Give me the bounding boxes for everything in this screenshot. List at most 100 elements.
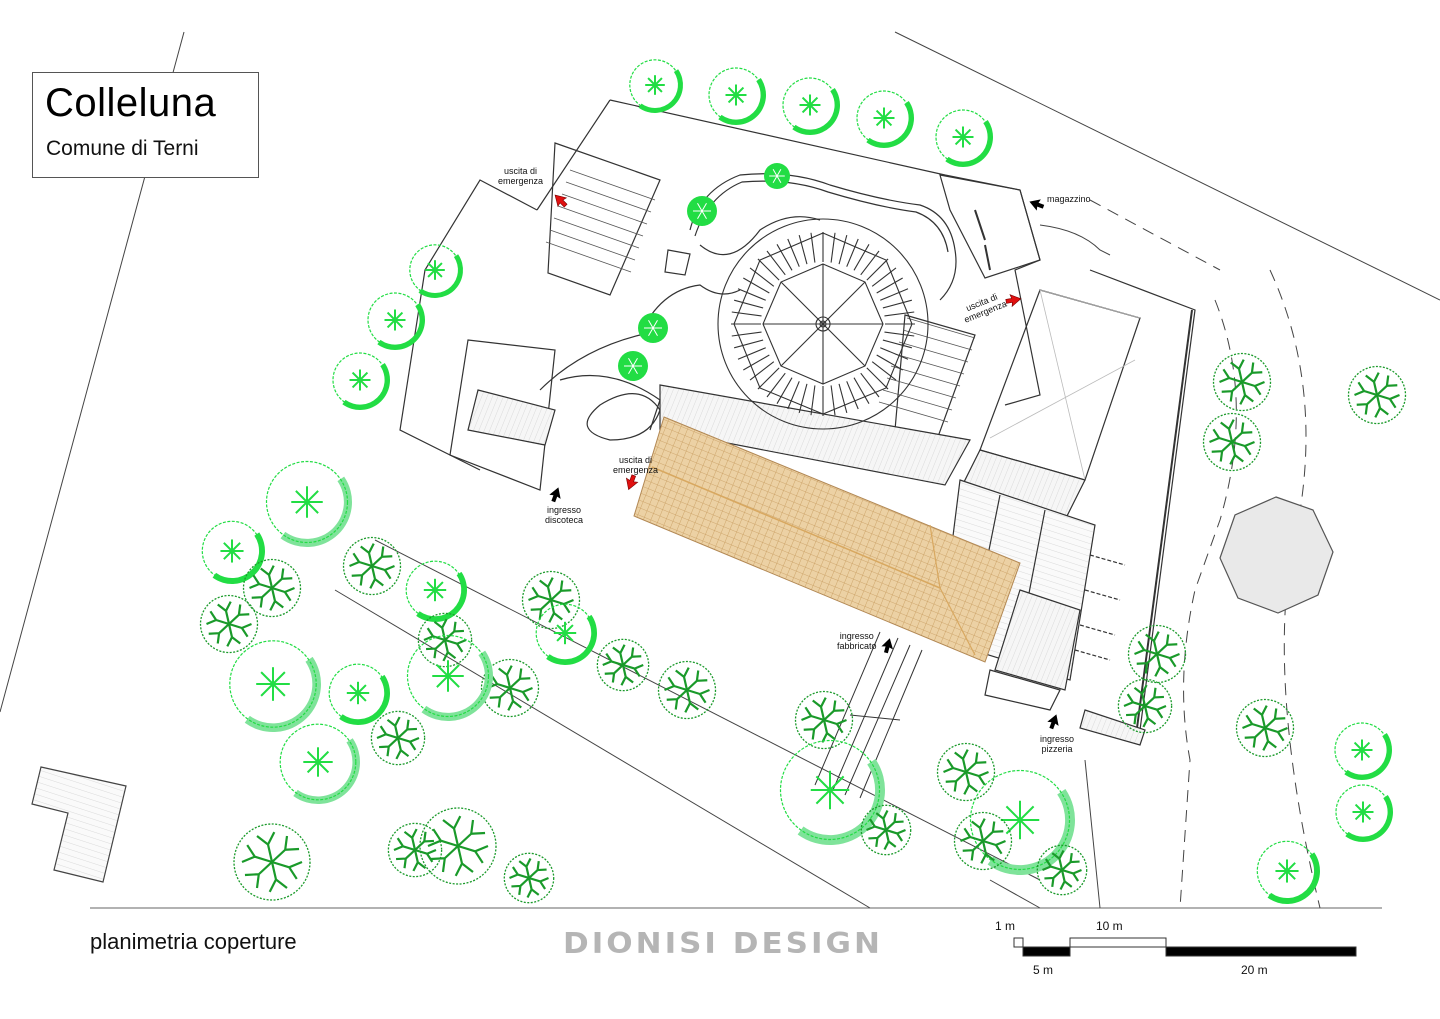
pavilion-rib [871, 361, 897, 381]
tree-icon [638, 313, 668, 343]
label-line: uscita di [619, 455, 653, 465]
pavilion-rib [838, 383, 848, 414]
tree-icon [1235, 698, 1295, 758]
tree-icon [370, 710, 426, 766]
pavilion-rib [749, 361, 775, 381]
pavilion-rib [733, 299, 764, 309]
emergency-exit-label-nw: uscita di emergenza [498, 166, 543, 186]
pavilion-rib [880, 347, 909, 360]
scale-bar [1013, 937, 1357, 957]
pavilion-rib [846, 381, 859, 410]
building-entrance-label: ingresso fabbricato [837, 631, 877, 651]
tree-icon [1212, 352, 1272, 412]
pavilion-rib [743, 354, 770, 371]
pavilion-rib [876, 277, 903, 294]
emergency-arrow-icon [1005, 294, 1022, 308]
label-line: emergenza [498, 176, 544, 186]
municipality-name: Comune di Terni [46, 137, 199, 160]
entrance-arrow-icon [1047, 714, 1059, 730]
scale-label-1m: 1 m [995, 919, 1016, 933]
pavilion-rib [737, 288, 766, 301]
pavilion-rib [866, 367, 889, 390]
title-block: Colleluna Comune di Terni [32, 72, 259, 178]
tree-icon [856, 90, 914, 148]
entrance-arrow-icon [549, 487, 561, 503]
tree-icon [417, 612, 473, 668]
label-line: uscita di [504, 166, 538, 176]
trees [199, 59, 1407, 904]
tree-icon [1036, 844, 1088, 896]
entrance-arrows [549, 199, 1059, 730]
tree-icon [935, 109, 993, 168]
tree-icon [201, 520, 265, 584]
tree-icon [233, 823, 311, 901]
pavilion-rib [737, 347, 766, 360]
tree-icon [657, 660, 717, 720]
tree-icon [328, 663, 390, 725]
tree-icon [782, 77, 840, 135]
pavilion-rib [838, 234, 848, 265]
outbuilding [31, 766, 127, 883]
label-line: ingresso [1040, 734, 1075, 744]
brand-logo: DIONISI DESIGN [563, 927, 883, 961]
tree-icon [405, 560, 467, 622]
tree-icon [764, 163, 790, 189]
tree-icon [503, 852, 555, 904]
pavilion-rib [866, 258, 889, 281]
tree-icon [936, 742, 996, 802]
tree-icon [1256, 840, 1320, 904]
storage-arrow-icon [1029, 199, 1045, 211]
scale-label-10m: 10 m [1096, 919, 1123, 933]
pavilion-rib [876, 354, 903, 371]
tree-icon [1202, 412, 1262, 472]
pavilion-rib [757, 367, 780, 390]
tree-icon [342, 536, 402, 596]
scale-label-5m: 5 m [1033, 963, 1054, 977]
circular-pavilion [717, 218, 929, 430]
tree-icon [794, 690, 854, 750]
building-outline [399, 99, 1196, 746]
pavilion-rib [766, 372, 786, 398]
tree-icon [1127, 624, 1187, 684]
tree-icon [618, 351, 648, 381]
pavilion-rib [860, 250, 880, 276]
tree-icon [406, 634, 494, 722]
tree-icon [409, 244, 463, 299]
octagonal-gazebo [1219, 496, 1334, 614]
emergency-arrows [554, 194, 1022, 491]
pavilion-rib [798, 234, 808, 265]
pavilion-rib [884, 311, 915, 317]
tree-icon [860, 804, 912, 856]
pavilion-rib [749, 267, 775, 287]
pizzeria-entrance-label: ingresso pizzeria [1040, 734, 1074, 754]
tree-icon [521, 570, 581, 630]
pavilion-rib [810, 232, 816, 263]
pavilion-rib [882, 299, 913, 309]
pavilion-rib [766, 250, 786, 276]
pavilion-rib [880, 288, 909, 301]
pavilion-rib [853, 244, 870, 271]
pavilion-rib [882, 339, 913, 349]
emergency-arrow-icon [625, 474, 639, 491]
tree-icon [1335, 784, 1393, 842]
entrance-walkway [814, 631, 923, 799]
pavilion-rib [810, 385, 816, 416]
tree-icon [332, 352, 390, 410]
tiled-roof [633, 416, 1021, 663]
emergency-exit-label-center: uscita di emergenza [613, 455, 658, 475]
tree-icon [279, 723, 360, 804]
pavilion-rib [731, 331, 762, 337]
label-line: pizzeria [1041, 744, 1073, 754]
tree-icon [629, 59, 683, 113]
pavilion-rib [733, 339, 764, 349]
garden-paths [539, 173, 957, 441]
label-line: discoteca [545, 515, 584, 525]
tree-icon [242, 558, 302, 618]
label-line: ingresso [547, 505, 582, 515]
pavilion-rib [757, 258, 780, 281]
tree-icon [265, 460, 352, 547]
tree-icon [419, 807, 497, 885]
pavilion-rib [776, 244, 793, 271]
pavilion-rib [787, 381, 800, 410]
